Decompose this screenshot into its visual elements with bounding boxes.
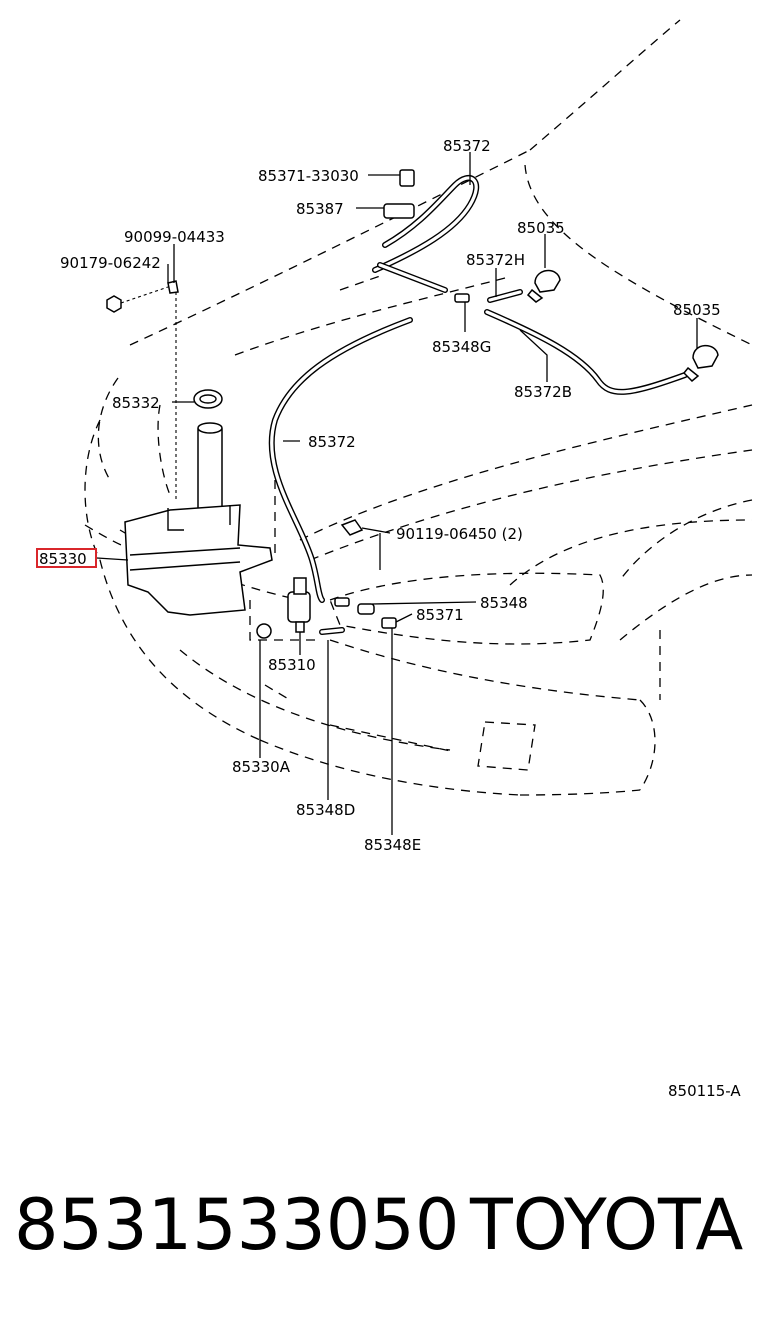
callout-85310: 85310 bbox=[268, 656, 316, 674]
tank-cap-85332 bbox=[193, 389, 223, 409]
callout-85387: 85387 bbox=[296, 200, 344, 218]
nozzles-85035 bbox=[526, 269, 719, 383]
callout-85371-33030: 85371-33030 bbox=[258, 167, 359, 185]
callout-85330: 85330 bbox=[39, 550, 87, 568]
callout-85035-a: 85035 bbox=[517, 219, 565, 237]
connectors bbox=[334, 169, 470, 629]
brand-name: TOYOTA bbox=[470, 1184, 744, 1266]
callout-85348E: 85348E bbox=[364, 836, 421, 854]
callout-85372-mid: 85372 bbox=[308, 433, 356, 451]
callout-85348: 85348 bbox=[480, 594, 528, 612]
callout-85332: 85332 bbox=[112, 394, 160, 412]
callout-85330A: 85330A bbox=[232, 758, 291, 776]
callout-85371: 85371 bbox=[416, 606, 464, 624]
washer-pump-85310 bbox=[256, 577, 311, 639]
leader-lines bbox=[96, 152, 698, 835]
callout-85372B: 85372B bbox=[514, 383, 572, 401]
parts-diagram: 85372 85371-33030 85387 90099-04433 9017… bbox=[36, 19, 753, 1100]
callout-85372-top: 85372 bbox=[443, 137, 491, 155]
callout-90119-06450: 90119-06450 (2) bbox=[396, 525, 523, 543]
callout-85372H: 85372H bbox=[466, 251, 525, 269]
callout-90099-04433: 90099-04433 bbox=[124, 228, 225, 246]
callout-85348G: 85348G bbox=[432, 338, 491, 356]
callout-90179-06242: 90179-06242 bbox=[60, 254, 161, 272]
vehicle-outline bbox=[84, 19, 753, 796]
part-number: 8531533050 bbox=[14, 1184, 460, 1266]
bolts-and-nuts bbox=[106, 280, 364, 536]
washer-tank bbox=[124, 422, 273, 616]
diagram-code: 850115-A bbox=[668, 1082, 741, 1100]
callout-labels: 85372 85371-33030 85387 90099-04433 9017… bbox=[36, 137, 741, 1100]
hoses bbox=[268, 174, 688, 635]
callout-85348D: 85348D bbox=[296, 801, 355, 819]
callout-85035-b: 85035 bbox=[673, 301, 721, 319]
highlight-box-85330 bbox=[36, 548, 97, 568]
